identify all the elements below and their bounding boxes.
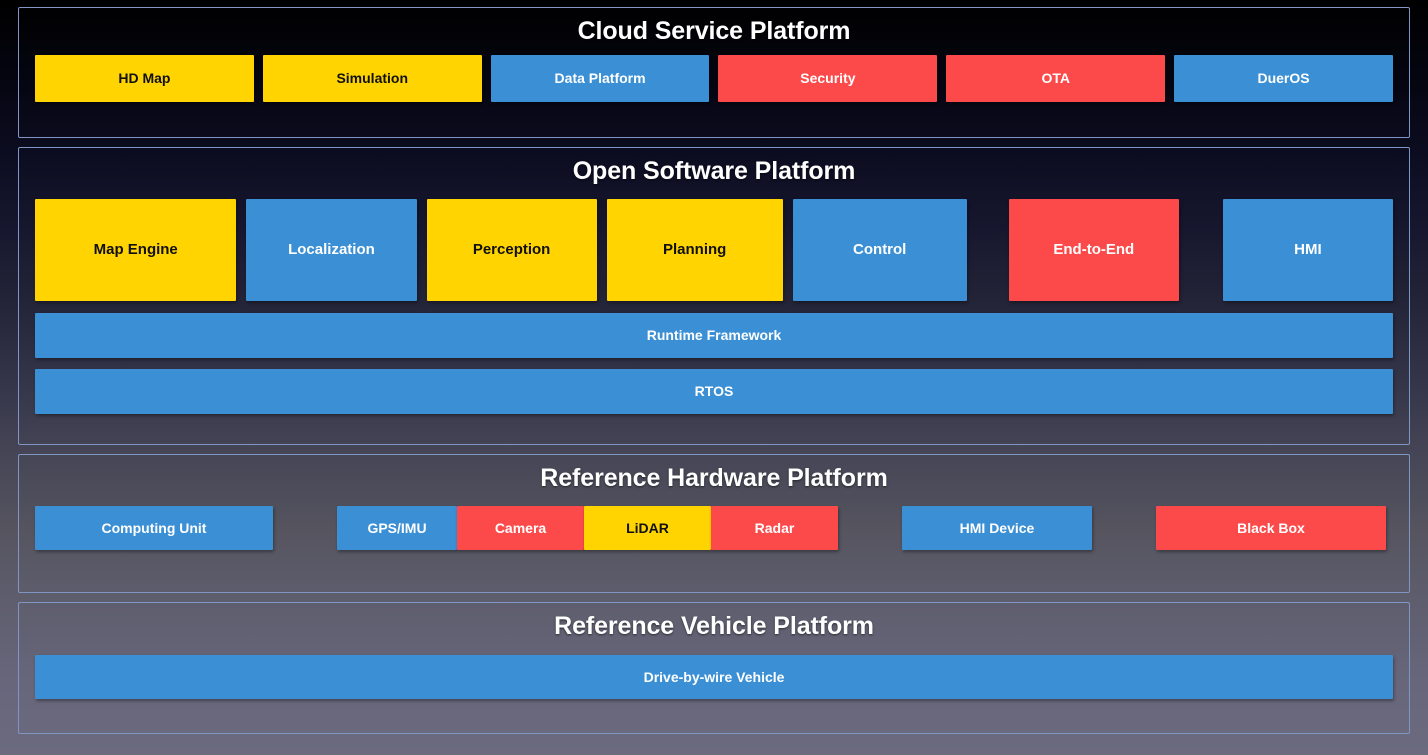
hardware-item-hmi-device[interactable]: HMI Device (902, 506, 1092, 550)
reference-vehicle-platform-panel: Reference Vehicle Platform Drive-by-wire… (18, 602, 1410, 734)
software-module-end-to-end[interactable]: End-to-End (1008, 199, 1179, 301)
software-modules-row: Map Engine Localization Perception Plann… (35, 199, 1393, 301)
software-bar-runtime-framework[interactable]: Runtime Framework (35, 313, 1393, 358)
cloud-item-security[interactable]: Security (718, 55, 938, 102)
software-module-localization[interactable]: Localization (246, 199, 417, 301)
hardware-item-camera[interactable]: Camera (457, 506, 584, 550)
software-module-perception[interactable]: Perception (426, 199, 597, 301)
reference-hardware-platform-title: Reference Hardware Platform (540, 464, 888, 492)
software-module-control[interactable]: Control (792, 199, 967, 301)
hardware-item-computing-unit[interactable]: Computing Unit (35, 506, 273, 550)
cloud-service-items-row: HD Map Simulation Data Platform Security… (35, 55, 1393, 102)
software-module-hmi[interactable]: HMI (1222, 199, 1393, 301)
cloud-item-ota[interactable]: OTA (946, 55, 1166, 102)
cloud-service-platform-title: Cloud Service Platform (577, 17, 851, 45)
cloud-item-simulation[interactable]: Simulation (262, 55, 482, 102)
cloud-item-hd-map[interactable]: HD Map (35, 55, 254, 102)
open-software-platform-title: Open Software Platform (572, 157, 856, 185)
reference-vehicle-platform-title: Reference Vehicle Platform (554, 612, 874, 640)
open-software-platform-panel: Open Software Platform Map Engine Locali… (18, 147, 1410, 445)
hardware-item-gps-imu[interactable]: GPS/IMU (337, 506, 457, 550)
software-module-planning[interactable]: Planning (606, 199, 783, 301)
hardware-item-lidar[interactable]: LiDAR (584, 506, 711, 550)
software-module-map-engine[interactable]: Map Engine (35, 199, 237, 301)
cloud-item-data-platform[interactable]: Data Platform (490, 55, 710, 102)
cloud-service-platform-panel: Cloud Service Platform HD Map Simulation… (18, 7, 1410, 138)
software-bar-rtos[interactable]: RTOS (35, 369, 1393, 414)
hardware-item-radar[interactable]: Radar (711, 506, 838, 550)
vehicle-bar-drive-by-wire[interactable]: Drive-by-wire Vehicle (35, 655, 1393, 699)
reference-hardware-platform-panel: Reference Hardware Platform Computing Un… (18, 454, 1410, 593)
cloud-item-dueros[interactable]: DuerOS (1174, 55, 1393, 102)
hardware-items-row: Computing Unit GPS/IMU Camera LiDAR Rada… (35, 506, 1393, 550)
hardware-item-black-box[interactable]: Black Box (1156, 506, 1386, 550)
